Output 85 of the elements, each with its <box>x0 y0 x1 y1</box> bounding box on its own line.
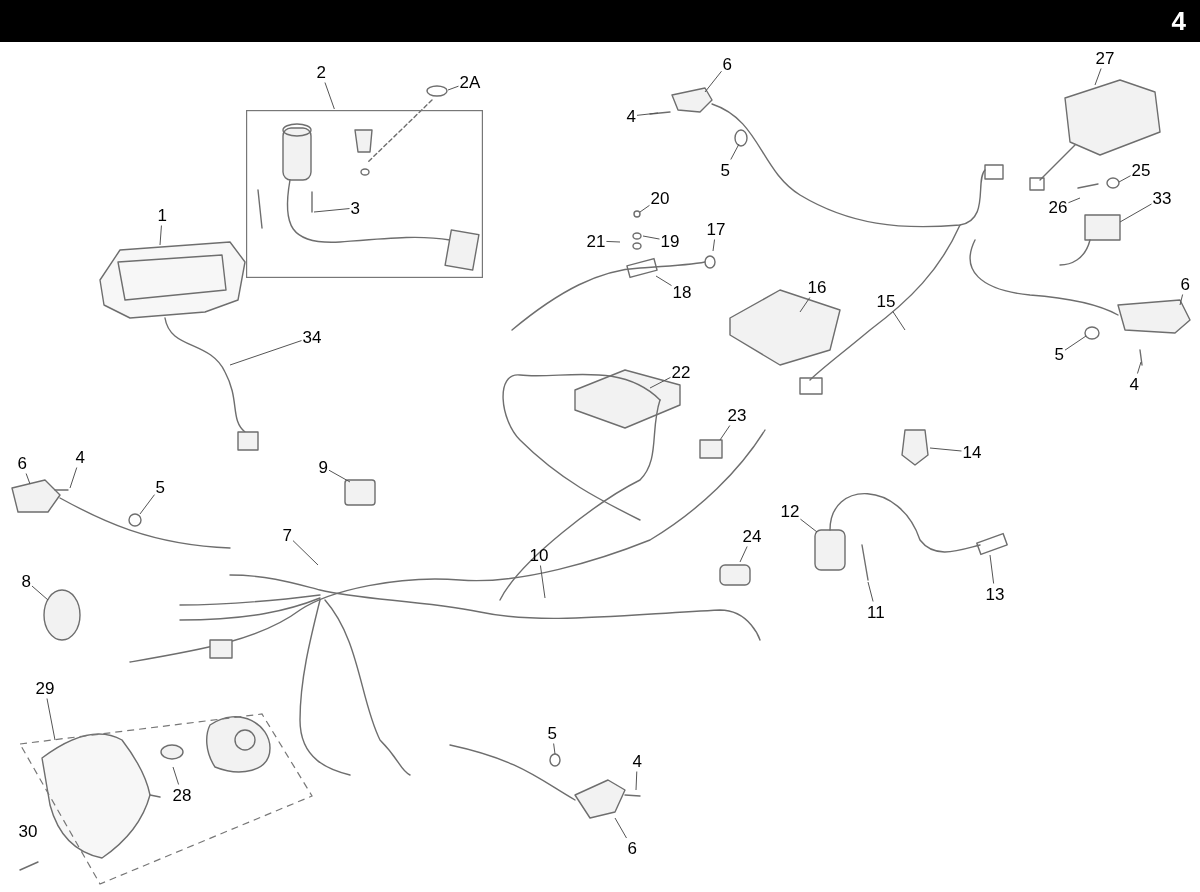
callout-number: 27 <box>1095 48 1115 68</box>
leader-line <box>229 340 302 366</box>
callout-number: 8 <box>21 571 31 591</box>
callout-number: 30 <box>18 821 38 841</box>
callout-number: 25 <box>1131 160 1151 180</box>
callout-number: 15 <box>876 291 896 311</box>
callout-number: 20 <box>650 188 670 208</box>
callout-number: 29 <box>35 678 55 698</box>
callout-number: 26 <box>1048 197 1068 217</box>
leader-line <box>1064 335 1087 351</box>
leader-line <box>642 235 660 240</box>
leader-line <box>704 70 722 93</box>
callout-number: 6 <box>1180 274 1190 294</box>
callout-number: 5 <box>1054 344 1064 364</box>
leader-line <box>614 817 627 839</box>
leader-line <box>1094 68 1102 86</box>
leader-line <box>172 766 180 785</box>
callout-number: 2 <box>316 62 326 82</box>
leader-line <box>539 565 546 599</box>
leader-line <box>730 143 740 160</box>
leader-line <box>892 311 906 331</box>
leader-line <box>69 467 78 489</box>
callout-number: 17 <box>706 219 726 239</box>
callout-number: 10 <box>529 545 549 565</box>
leader-line <box>989 554 995 584</box>
callout-number: 6 <box>627 838 637 858</box>
callout-number: 24 <box>742 526 762 546</box>
leader-line <box>867 581 874 602</box>
leader-line <box>929 447 962 452</box>
callout-number: 9 <box>318 457 328 477</box>
leader-line <box>447 85 459 91</box>
callout-number: 14 <box>962 442 982 462</box>
callout-number: 5 <box>155 477 165 497</box>
leader-line <box>31 585 49 601</box>
leader-line <box>799 297 811 313</box>
callout-number: 2A <box>459 72 481 92</box>
leader-line <box>639 204 650 213</box>
leader-line <box>159 225 162 246</box>
callout-number: 4 <box>626 106 636 126</box>
leader-line <box>25 473 31 485</box>
leader-line <box>553 743 556 755</box>
leader-line <box>1136 361 1142 374</box>
callout-number: 7 <box>282 525 292 545</box>
callout-number: 19 <box>660 231 680 251</box>
leader-line <box>655 275 672 287</box>
leader-line <box>635 771 638 791</box>
callout-number: 3 <box>350 198 360 218</box>
leader-line <box>739 546 748 563</box>
callout-number: 6 <box>17 453 27 473</box>
leader-line <box>636 112 659 116</box>
leader-line <box>719 425 731 441</box>
callout-number: 34 <box>302 327 322 347</box>
callout-number: 5 <box>547 723 557 743</box>
leader-line <box>46 698 56 741</box>
leader-line <box>313 208 350 213</box>
page-number: 4 <box>1171 6 1186 36</box>
callout-number: 6 <box>722 54 732 74</box>
callout-number: 4 <box>1129 374 1139 394</box>
callout-number: 33 <box>1152 188 1172 208</box>
leader-line <box>1118 175 1131 183</box>
leader-line <box>324 82 335 110</box>
leader-line <box>649 376 671 389</box>
callout-number: 23 <box>727 405 747 425</box>
callout-number: 5 <box>720 160 730 180</box>
callout-number: 4 <box>632 751 642 771</box>
leader-line <box>292 540 319 566</box>
callout-number: 11 <box>867 602 885 622</box>
leader-line <box>712 239 716 252</box>
parts-group-frame <box>246 110 483 278</box>
callout-number: 4 <box>75 447 85 467</box>
callout-number: 13 <box>985 584 1005 604</box>
leader-line <box>1067 197 1081 204</box>
leader-line <box>328 469 351 483</box>
callout-number: 28 <box>172 785 192 805</box>
leader-line <box>139 494 155 515</box>
callout-number: 22 <box>671 362 691 382</box>
callout-number: 16 <box>807 277 827 297</box>
leader-line <box>799 518 818 533</box>
leader-line <box>605 240 621 243</box>
callout-number: 18 <box>672 282 692 302</box>
leader-line <box>1179 294 1184 306</box>
leader-line <box>1119 203 1152 223</box>
callout-number: 1 <box>157 205 167 225</box>
callout-number: 21 <box>586 231 606 251</box>
callout-number: 12 <box>780 501 800 521</box>
